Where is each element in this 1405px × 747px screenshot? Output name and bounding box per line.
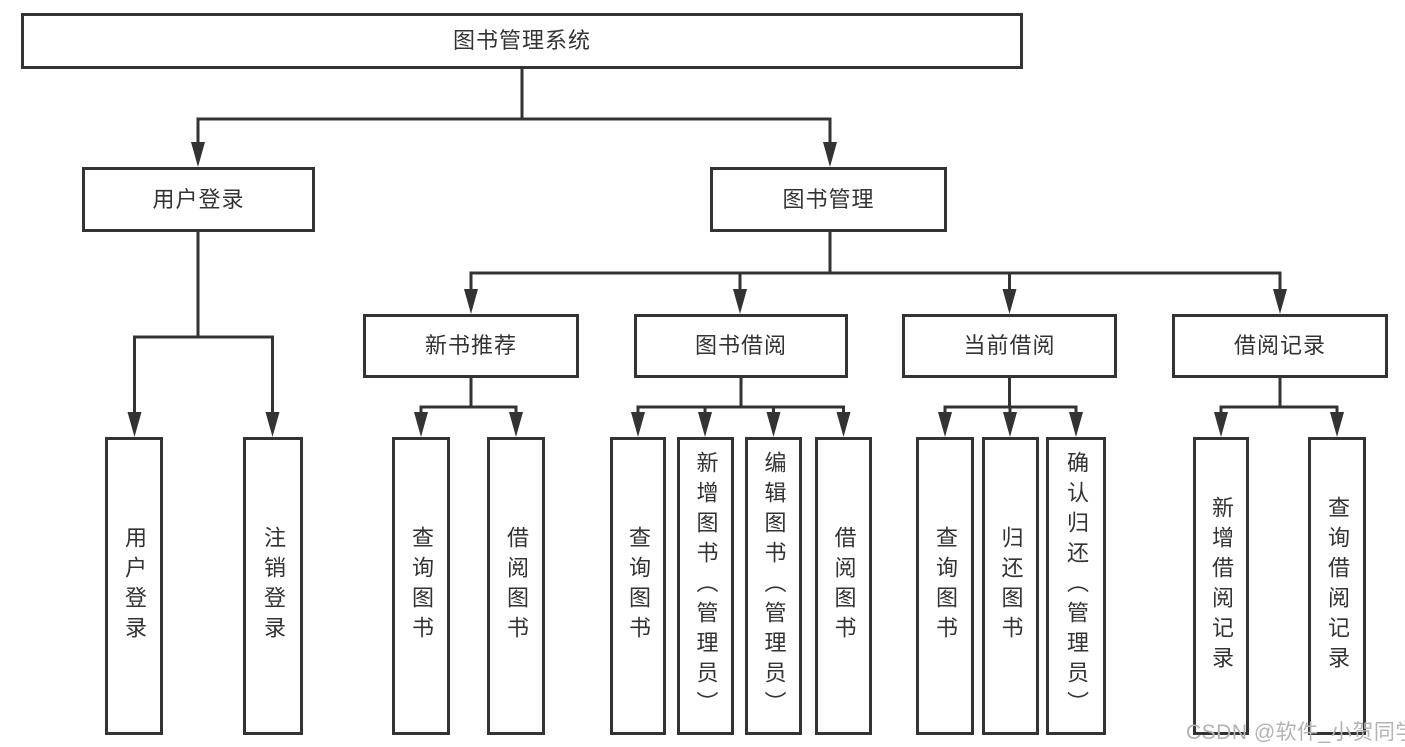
node-label: 查询图书 [626,526,651,646]
node-current-borrow: 当前借阅 [902,314,1117,378]
node-label: 借阅图书 [831,526,857,646]
node-label: 编辑图书（管理员） [761,451,787,721]
node-label: 新增借阅记录 [1209,496,1234,676]
node-label: 查询图书 [409,526,434,646]
leaf-logout: 注销登录 [243,437,303,735]
leaf-user-login: 用户登录 [105,437,163,735]
watermark: CSDN @软件_小贺同学 [1186,721,1405,744]
node-label: 用户登录 [122,526,147,646]
leaf-query-books-1: 查询图书 [392,437,450,735]
node-label: 确认归还（管理员） [1064,451,1089,721]
leaf-confirm-return-admin: 确认归还（管理员） [1046,437,1106,735]
node-label: 借阅记录 [1233,333,1326,358]
node-book-management: 图书管理 [710,167,947,232]
leaf-query-books-3: 查询图书 [916,437,974,735]
leaf-query-borrow-record: 查询借阅记录 [1308,437,1366,735]
leaf-borrow-books-2: 借阅图书 [815,437,872,735]
node-label: 用户登录 [152,186,245,212]
node-label: 新书推荐 [424,333,517,358]
leaf-add-borrow-record: 新增借阅记录 [1193,437,1249,735]
node-label: 新增图书（管理员） [693,451,719,721]
node-root: 图书管理系统 [21,13,1023,69]
node-label: 查询借阅记录 [1325,496,1350,676]
leaf-add-book-admin: 新增图书（管理员） [677,437,734,735]
node-label: 图书管理系统 [452,28,591,53]
node-book-borrow: 图书借阅 [634,314,848,378]
node-borrow-records: 借阅记录 [1172,314,1388,378]
node-label: 当前借阅 [963,333,1056,358]
node-label: 归还图书 [998,526,1024,646]
node-label: 图书借阅 [694,333,787,358]
node-label: 借阅图书 [504,526,529,646]
leaf-query-books-2: 查询图书 [610,437,666,735]
node-label: 图书管理 [782,186,875,212]
node-label: 查询图书 [933,526,958,646]
node-new-book-recommend: 新书推荐 [363,314,579,378]
node-user-login: 用户登录 [82,167,315,232]
node-label: 注销登录 [261,526,286,646]
leaf-borrow-books-1: 借阅图书 [487,437,545,735]
leaf-return-book: 归还图书 [982,437,1039,735]
leaf-edit-book-admin: 编辑图书（管理员） [745,437,802,735]
